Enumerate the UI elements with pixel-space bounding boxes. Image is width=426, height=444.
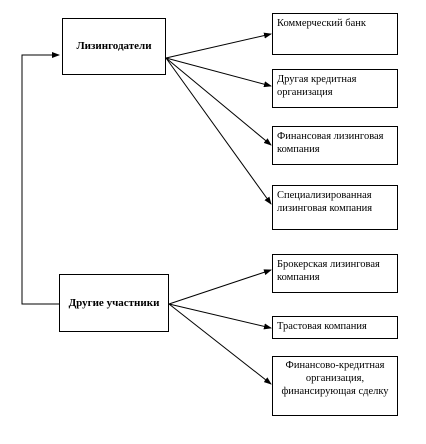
arrow-to-financial-leasing	[165, 57, 272, 146]
commercial-bank-box: Коммерческий банк	[272, 13, 398, 55]
trust-company-box: Трастовая компания	[272, 316, 398, 339]
lessors-box: Лизингодатели	[62, 18, 166, 75]
trust-company-label: Трастовая компания	[277, 321, 367, 332]
financial-leasing-company-label: Финансовая лизинговая компания	[277, 131, 384, 155]
credit-organization-label: Другая кредитная организация	[277, 74, 357, 98]
arrow-to-trust	[168, 303, 272, 330]
arrow-to-specialized-leasing	[165, 57, 272, 205]
specialized-leasing-company-box: Специализированная лизинговая компания	[272, 185, 398, 230]
financial-credit-organization-label: Финансово-кредитная организация, финанси…	[281, 360, 389, 397]
other-participants-label: Другие участники	[68, 296, 160, 309]
credit-organization-box: Другая кредитная организация	[272, 69, 398, 108]
other-participants-box: Другие участники	[59, 274, 169, 332]
arrow-to-financial-credit	[168, 303, 272, 385]
broker-leasing-company-label: Брокерская лизинговая компания	[277, 259, 380, 283]
commercial-bank-label: Коммерческий банк	[277, 18, 367, 29]
specialized-leasing-company-label: Специализированная лизинговая компания	[277, 190, 373, 214]
lessors-label: Лизингодатели	[76, 40, 152, 52]
arrow-to-credit-organization	[165, 57, 272, 88]
arrow-to-bank	[165, 32, 272, 59]
arrow-to-broker	[168, 269, 272, 305]
financial-credit-organization-box: Финансово-кредитная организация, финанси…	[272, 356, 398, 416]
financial-leasing-company-box: Финансовая лизинговая компания	[272, 126, 398, 165]
broker-leasing-company-box: Брокерская лизинговая компания	[272, 254, 398, 293]
bracket-connector	[21, 52, 60, 305]
